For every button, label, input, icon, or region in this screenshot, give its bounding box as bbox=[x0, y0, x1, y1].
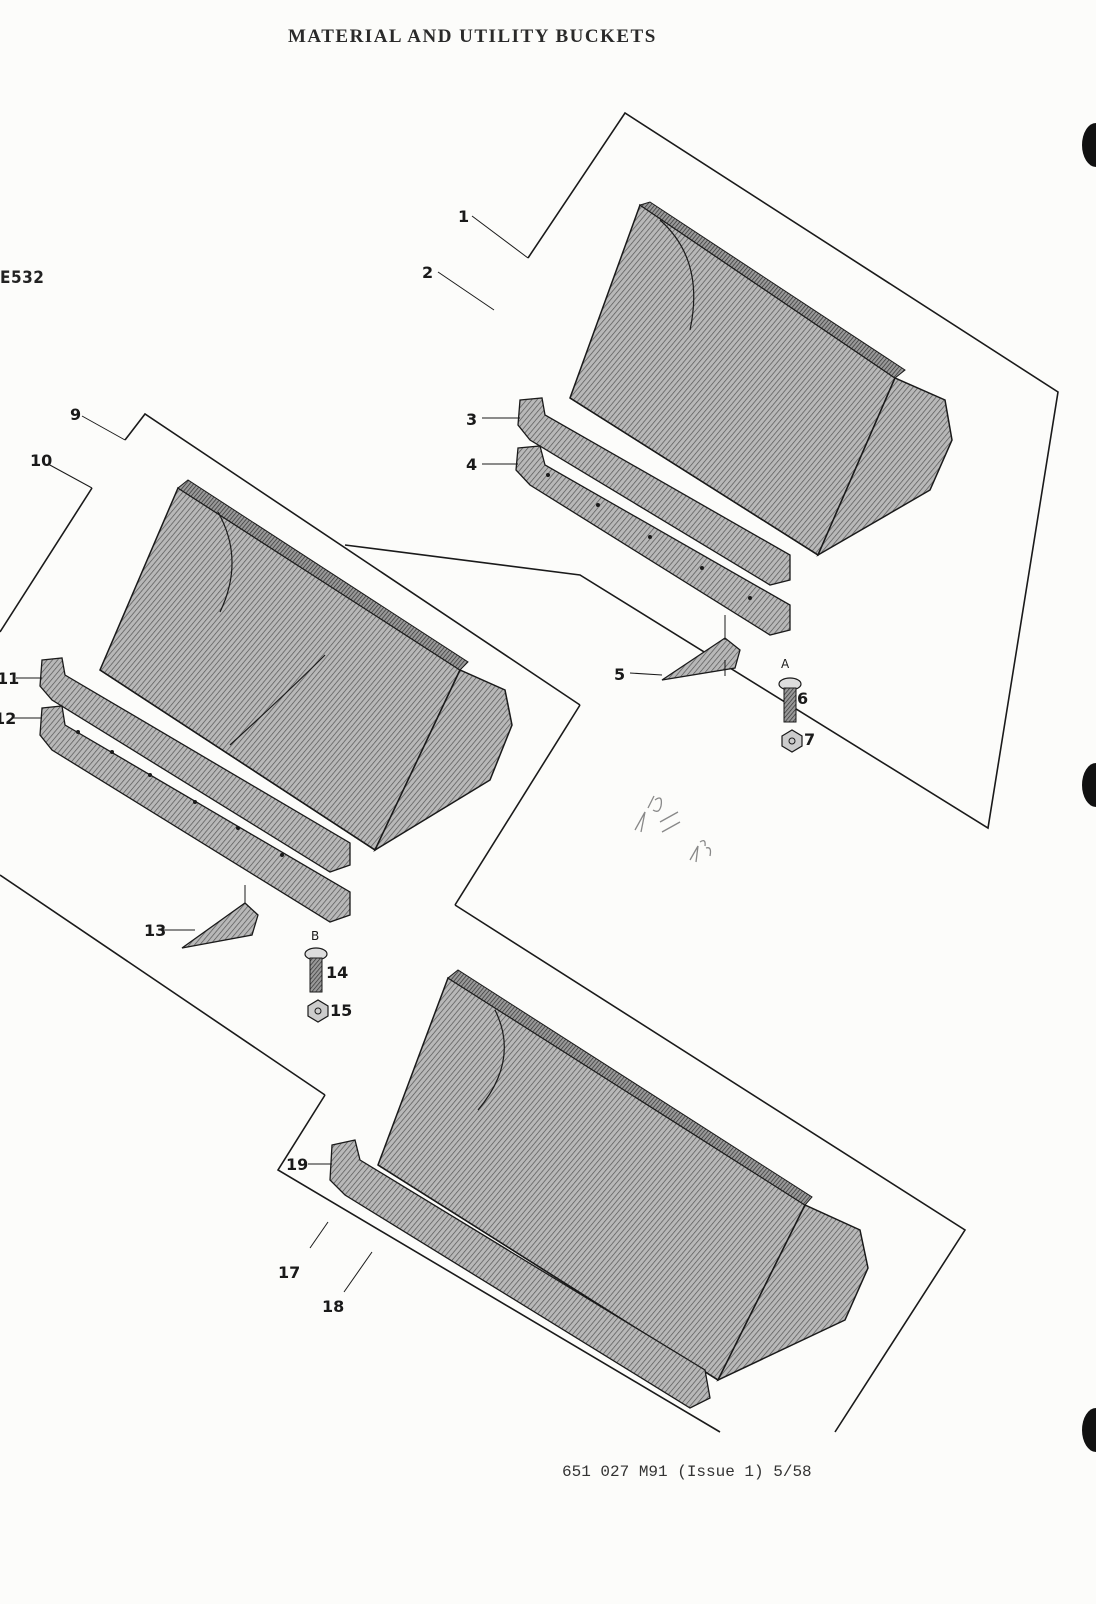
bucket-assembly-2: 9 10 11 12 13 14 15 B bbox=[0, 405, 581, 1096]
tooth-13 bbox=[181, 885, 259, 949]
panel-border-3 bbox=[454, 904, 967, 1433]
nut-15 bbox=[307, 999, 329, 1023]
callout-5: 5 bbox=[614, 665, 625, 684]
cutting-edge-12 bbox=[39, 705, 351, 923]
cutting-edge-19 bbox=[329, 1139, 711, 1409]
punch-hole-middle bbox=[1082, 763, 1096, 807]
bucket-2 bbox=[99, 479, 513, 852]
callout-13: 13 bbox=[144, 921, 166, 940]
bolt-6 bbox=[778, 677, 802, 723]
callout-10: 10 bbox=[30, 451, 52, 470]
cutting-edge-3 bbox=[517, 397, 791, 586]
callout-14: 14 bbox=[326, 963, 348, 982]
punch-hole-bottom bbox=[1082, 1408, 1096, 1452]
reference-letter-a: A bbox=[781, 657, 790, 671]
callout-19: 19 bbox=[286, 1155, 308, 1174]
callout-3: 3 bbox=[466, 410, 477, 429]
callout-11: 11 bbox=[0, 669, 19, 688]
page-title: MATERIAL AND UTILITY BUCKETS bbox=[288, 26, 657, 47]
figure-code: E532 bbox=[0, 268, 45, 288]
nut-7 bbox=[781, 729, 803, 753]
bucket-assembly-3: 17 18 19 bbox=[276, 904, 967, 1433]
cutting-edge-11 bbox=[39, 657, 351, 873]
callout-1: 1 bbox=[458, 207, 469, 226]
bucket-1 bbox=[569, 201, 953, 557]
callout-15: 15 bbox=[330, 1001, 352, 1020]
cutting-edge-4 bbox=[515, 445, 791, 636]
document-reference-number: 651 027 M91 (Issue 1) 5/58 bbox=[562, 1463, 812, 1481]
callout-12: 12 bbox=[0, 709, 16, 728]
panel-border-2 bbox=[124, 412, 581, 706]
panel-border-1 bbox=[344, 111, 1059, 830]
handwritten-annotation bbox=[634, 795, 712, 863]
callout-6: 6 bbox=[797, 689, 808, 708]
callout-7: 7 bbox=[804, 730, 815, 749]
callout-9: 9 bbox=[70, 405, 81, 424]
callout-2: 2 bbox=[422, 263, 433, 282]
tooth-5 bbox=[661, 615, 741, 681]
punch-hole-top bbox=[1082, 123, 1096, 167]
reference-letter-b: B bbox=[311, 929, 319, 943]
callout-17: 17 bbox=[278, 1263, 300, 1282]
callout-18: 18 bbox=[322, 1297, 344, 1316]
bucket-3 bbox=[377, 969, 869, 1382]
callout-4: 4 bbox=[466, 455, 477, 474]
bucket-assembly-1: 1 2 3 4 5 6 7 A bbox=[344, 111, 1059, 830]
bolt-14 bbox=[304, 947, 328, 993]
